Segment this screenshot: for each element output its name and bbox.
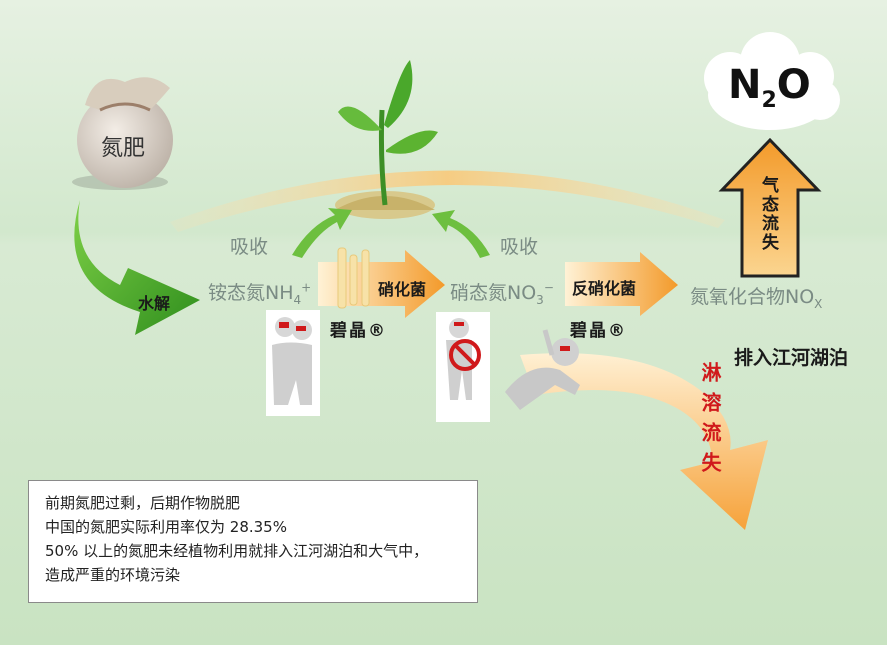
info-line-3: 50% 以上的氮肥未经植物利用就排入江河湖泊和大气中，	[45, 542, 429, 560]
denitrifying-bacteria-label: 反硝化菌	[572, 279, 637, 298]
info-line-2: 中国的氮肥实际利用率仅为 28.35%	[45, 518, 287, 536]
bijing-label-1: 碧晶®	[330, 321, 387, 341]
absorb-left-arrow	[292, 208, 352, 258]
denitrification-arrow	[565, 252, 678, 316]
leaching-loss-label: 淋溶流失	[698, 362, 722, 482]
info-line-4: 造成严重的环境污染	[45, 566, 181, 584]
plant-icon	[335, 60, 438, 219]
absorb-right-label: 吸收	[500, 236, 539, 258]
hugging-figures-icon	[266, 310, 320, 416]
gas-loss-arrow	[718, 137, 822, 278]
discharge-label: 排入江河湖泊	[734, 347, 849, 369]
absorb-left-label: 吸收	[230, 236, 269, 258]
fallen-figure-icon	[505, 329, 580, 410]
absorb-right-arrow	[432, 210, 490, 258]
fertilizer-label: 氮肥	[101, 136, 146, 161]
info-line-1: 前期氮肥过剩，后期作物脱肥	[45, 494, 241, 512]
hydrolysis-arrow	[74, 200, 200, 335]
ammonium-label: 铵态氮NH4+	[208, 280, 312, 307]
gas-loss-label: 气态流失	[758, 176, 778, 252]
nitrification-arrow	[318, 247, 445, 318]
leaching-arrow	[520, 353, 768, 530]
bijing-label-2: 碧晶®	[570, 321, 627, 341]
nox-label: 氮氧化合物NOX	[690, 286, 823, 311]
nitrate-label: 硝态氮NO3−	[450, 280, 554, 307]
n2o-label: N2O	[728, 62, 811, 113]
nitrifying-bacteria-label: 硝化菌	[378, 280, 427, 299]
hydrolysis-label: 水解	[138, 294, 171, 313]
cloud-icon	[704, 32, 840, 130]
fertilizer-bag-icon	[72, 77, 173, 190]
info-box: 前期氮肥过剩，后期作物脱肥 中国的氮肥实际利用率仅为 28.35% 50% 以上…	[28, 480, 478, 603]
prohibited-figure-icon	[436, 312, 490, 422]
arc-arrow	[170, 170, 725, 232]
